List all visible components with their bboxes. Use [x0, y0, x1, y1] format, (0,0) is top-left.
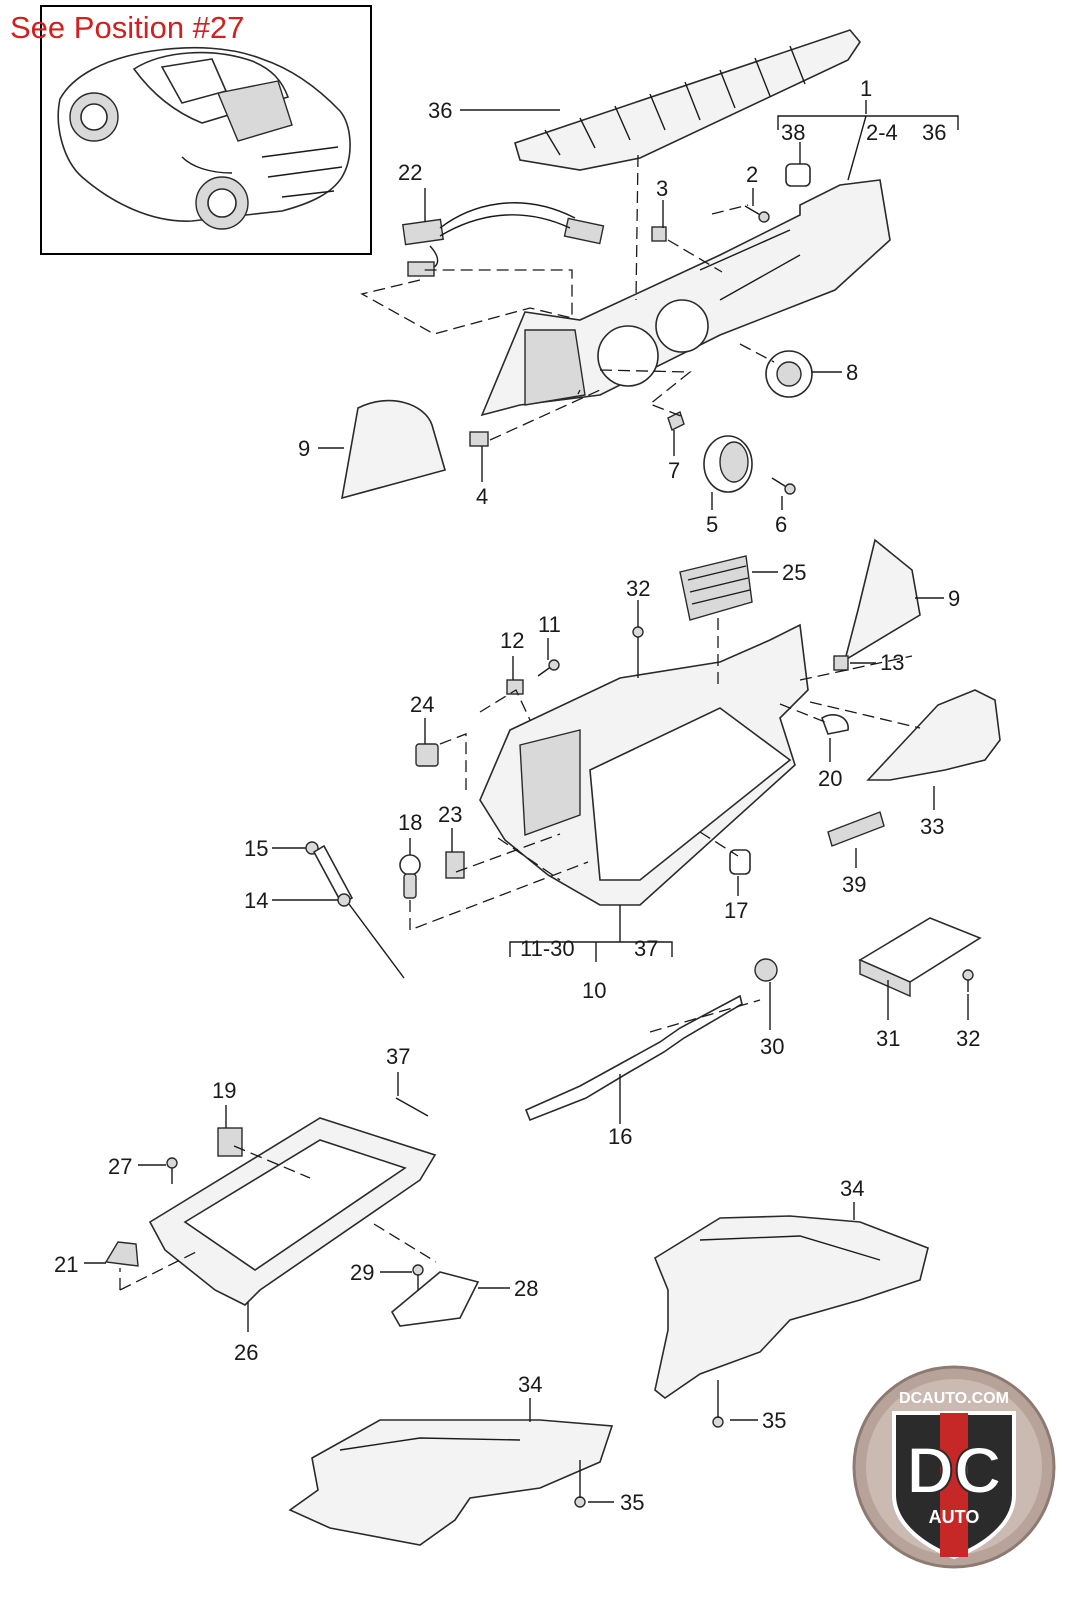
part-9-end-cap-right	[843, 538, 921, 662]
label-part-25: 25	[782, 560, 806, 585]
part-5-vent-housing	[703, 435, 753, 493]
label-part-26: 26	[234, 1340, 258, 1365]
label-part-6: 6	[775, 512, 787, 537]
label-part-35-upper: 35	[762, 1408, 786, 1433]
part-36-trim-panel	[514, 29, 861, 171]
part-37-pin	[395, 1097, 429, 1117]
part-21-bracket	[104, 1241, 139, 1267]
label-part-1-sub-2-4: 2-4	[866, 120, 898, 145]
vehicle-inset	[40, 5, 372, 255]
part-13-clip	[833, 655, 849, 671]
label-part-28: 28	[514, 1276, 538, 1301]
part-33-side-panel	[866, 689, 1001, 781]
part-30-actuator	[754, 958, 778, 982]
part-1-dash-carrier	[480, 179, 891, 417]
label-part-8: 8	[846, 360, 858, 385]
part-3-clip	[651, 226, 667, 242]
label-part-1-sub-36: 36	[922, 120, 946, 145]
position-note: See Position #27	[10, 10, 245, 45]
label-part-11: 11	[538, 612, 561, 637]
part-4-clip	[469, 431, 489, 447]
part-27-screw	[166, 1157, 178, 1184]
part-26-glovebox-lid	[148, 1117, 437, 1306]
part-34-underpanel-upper	[654, 1215, 929, 1399]
label-part-35-lower: 35	[620, 1490, 644, 1515]
label-part-27: 27	[108, 1154, 132, 1179]
label-part-19: 19	[212, 1078, 236, 1103]
part-28-latch-handle	[390, 1271, 480, 1327]
label-part-24: 24	[410, 692, 434, 717]
label-part-4: 4	[476, 484, 488, 509]
part-6-screw	[771, 477, 796, 495]
part-24-switch	[415, 743, 439, 767]
assembly-dash-lines	[119, 154, 921, 1291]
part-12-clip	[506, 679, 524, 695]
label-part-33: 33	[920, 814, 944, 839]
label-part-10-sub-11-30: 11-30	[520, 936, 575, 961]
label-part-1-sub-38: 38	[781, 120, 805, 145]
dcauto-logo: DCAUTO.COM DC AUTO	[852, 1365, 1057, 1570]
part-17-bumper	[729, 849, 751, 875]
part-labels: 1 38 2-4 36 36 22 3 2 8 9 4 7 5 6 25 32 …	[54, 76, 980, 1515]
logo-monogram: DC	[906, 1433, 1001, 1507]
label-part-10: 10	[582, 978, 606, 1003]
label-part-9-left: 9	[298, 436, 310, 461]
part-23-latch	[445, 851, 465, 879]
label-part-39: 39	[842, 872, 866, 897]
logo-word: AUTO	[929, 1507, 980, 1527]
part-39-trim-strip	[827, 811, 885, 847]
label-part-13: 13	[880, 650, 904, 675]
label-part-31: 31	[876, 1026, 900, 1051]
leader-lines	[84, 100, 969, 1503]
label-part-22: 22	[398, 160, 422, 185]
part-35-screw-lower	[574, 1460, 586, 1508]
label-part-18: 18	[398, 810, 422, 835]
part-9-end-cap-left	[340, 399, 446, 500]
part-8-vent-cover	[765, 350, 813, 398]
part-35-screw-upper	[712, 1380, 724, 1428]
part-2-screw	[744, 205, 770, 223]
part-25-speaker-grille	[679, 555, 753, 621]
label-part-14: 14	[244, 888, 268, 913]
label-part-34-upper: 34	[840, 1176, 864, 1201]
part-16-rod	[524, 994, 743, 1122]
part-10-glovebox-housing	[479, 623, 809, 906]
part-32-screw-upper	[632, 626, 644, 650]
part-34-underpanel-lower	[288, 1419, 614, 1546]
label-part-20: 20	[818, 766, 842, 791]
logo-domain-text: DCAUTO.COM	[899, 1390, 1009, 1407]
label-part-34-lower: 34	[518, 1372, 542, 1397]
part-18-lamp	[399, 854, 421, 899]
label-part-15: 15	[244, 836, 268, 861]
part-32-screw-lower	[962, 969, 974, 992]
label-part-16: 16	[608, 1124, 632, 1149]
part-22-wiring-harness	[402, 202, 605, 277]
part-19-hinge	[217, 1127, 243, 1157]
part-11-screw	[537, 659, 560, 677]
label-part-23: 23	[438, 802, 462, 827]
label-part-2: 2	[746, 162, 758, 187]
label-part-7: 7	[668, 458, 680, 483]
label-part-9-right: 9	[948, 586, 960, 611]
label-part-36: 36	[428, 98, 452, 123]
label-part-5: 5	[706, 512, 718, 537]
label-part-3: 3	[656, 176, 668, 201]
label-part-1: 1	[860, 76, 872, 101]
label-part-17: 17	[724, 898, 748, 923]
label-part-32-lower: 32	[956, 1026, 980, 1051]
label-part-32-upper: 32	[626, 576, 650, 601]
label-part-29: 29	[350, 1260, 374, 1285]
part-14-damper	[312, 844, 405, 979]
part-20-clip	[821, 714, 849, 735]
label-part-37: 37	[386, 1044, 410, 1069]
label-part-21: 21	[54, 1252, 78, 1277]
label-part-30: 30	[760, 1034, 784, 1059]
label-part-10-sub-37: 37	[634, 936, 658, 961]
car-illustration	[57, 46, 351, 230]
part-31-storage-box	[858, 917, 982, 998]
part-38-grommet	[785, 163, 811, 187]
label-part-12: 12	[500, 628, 524, 653]
